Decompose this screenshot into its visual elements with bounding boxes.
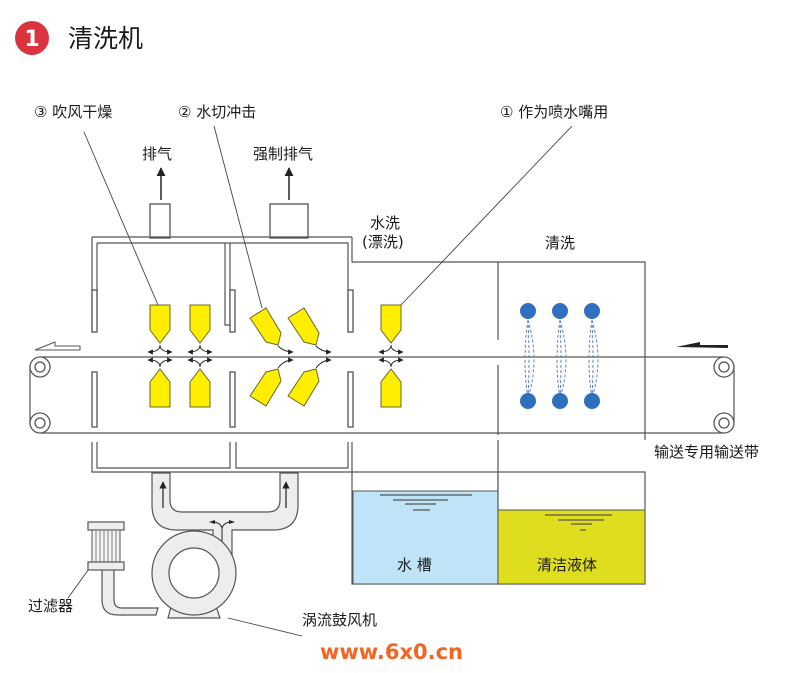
- nozzle: [287, 307, 320, 346]
- output-arrow-icon: [34, 341, 81, 351]
- rinse-label: 水洗: [370, 214, 400, 232]
- air-duct: [151, 472, 299, 566]
- cleaning-liquid-label: 清洁液体: [537, 556, 597, 574]
- conveyor-label: 输送专用输送带: [654, 443, 759, 461]
- forced-exhaust-chimney: [269, 203, 309, 239]
- blower-label: 涡流鼓风机: [302, 611, 377, 629]
- callout-blow-dry: ③ 吹风干燥: [34, 103, 112, 121]
- nozzle: [189, 304, 211, 344]
- vortex-blower[interactable]: [101, 530, 237, 619]
- roller: [713, 412, 735, 434]
- water-tank: 水 槽: [351, 471, 499, 585]
- exhaust-chimney: [149, 203, 171, 239]
- roller: [29, 412, 51, 434]
- baffles: [91, 289, 354, 428]
- watermark: www.6x0.cn: [320, 640, 463, 664]
- nozzle: [380, 304, 402, 344]
- forced-exhaust-label: 强制排气: [253, 145, 313, 163]
- roller: [713, 356, 735, 378]
- airflow-arrows: [147, 344, 404, 369]
- step-badge: [15, 21, 49, 55]
- roller: [29, 356, 51, 378]
- spray-bar: [520, 303, 536, 409]
- wash-label: 清洗: [545, 234, 575, 252]
- exhaust-label: 排气: [142, 145, 172, 163]
- step-number: 1: [24, 27, 39, 52]
- spray-bars: [520, 303, 600, 409]
- spray-bar: [584, 303, 600, 409]
- filter[interactable]: [87, 521, 125, 571]
- nozzle: [149, 304, 171, 344]
- nozzles: [149, 304, 402, 408]
- nozzle: [249, 307, 282, 346]
- input-arrow-icon: [676, 342, 728, 348]
- nozzle: [189, 368, 211, 408]
- nozzle: [149, 368, 171, 408]
- spray-bar: [552, 303, 568, 409]
- dryer-housing-upper: [91, 236, 353, 332]
- callout-water-cut: ② 水切冲击: [178, 103, 256, 121]
- nozzle: [249, 368, 282, 407]
- filter-label: 过滤器: [28, 597, 73, 615]
- dryer-housing-lower: [91, 442, 353, 473]
- conveyor-belt[interactable]: [29, 356, 735, 434]
- water-tank-label: 水 槽: [397, 556, 432, 574]
- nozzle: [287, 368, 320, 407]
- cleaning-liquid-tank: 清洁液体: [497, 471, 646, 585]
- nozzle: [380, 368, 402, 408]
- callout-nozzle-use: ① 作为喷水嘴用: [500, 103, 608, 121]
- rinse-sub-label: (漂洗): [362, 233, 404, 251]
- header: 1 清洗机: [15, 21, 143, 55]
- page-title: 清洗机: [68, 24, 143, 53]
